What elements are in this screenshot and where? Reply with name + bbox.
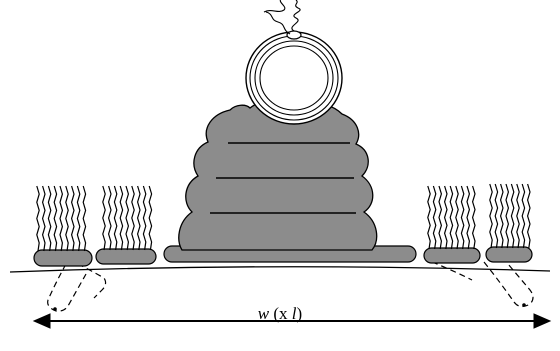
cilium	[510, 183, 515, 249]
cilium	[521, 183, 526, 249]
cilium	[432, 185, 437, 250]
cilia-bundles	[36, 183, 531, 252]
cilium	[119, 185, 124, 251]
cilium	[455, 185, 459, 250]
cilium	[148, 185, 153, 251]
squiggle-tail-2	[265, 11, 291, 35]
cilium	[489, 183, 493, 249]
cilium	[76, 185, 81, 252]
width-arrow	[32, 313, 552, 329]
cilium	[427, 185, 431, 250]
top-ring	[245, 31, 343, 125]
cilia-bundle-right-2	[489, 183, 531, 249]
cilium	[449, 185, 454, 250]
pad-right-2	[485, 246, 533, 263]
pad-left-1	[33, 249, 93, 267]
left-tilted-cell-dashed	[47, 263, 107, 312]
pad-right-1	[423, 247, 481, 264]
central-stacked-body	[178, 99, 378, 251]
cilium	[131, 185, 135, 251]
arrowhead-right	[533, 313, 552, 329]
cilium	[466, 185, 471, 250]
cilium	[47, 185, 52, 252]
pad-left-2	[95, 248, 157, 265]
cilium	[102, 185, 106, 251]
cilium	[516, 183, 520, 249]
cilia-bundle-left-2	[102, 185, 153, 251]
cilium	[53, 185, 58, 252]
cilium	[460, 185, 465, 250]
body-internal-lines	[210, 142, 356, 214]
width-label-close: )	[296, 304, 303, 323]
cilium	[36, 185, 40, 252]
cilium	[142, 185, 147, 251]
width-label-open: (x	[269, 304, 292, 323]
cilium	[494, 183, 499, 249]
cilium	[505, 183, 510, 249]
right-cell-dot	[522, 303, 526, 307]
cilium	[82, 185, 87, 252]
cilium	[107, 185, 112, 251]
cilium	[70, 185, 75, 252]
squiggle-tail	[263, 0, 301, 32]
cilia-bundle-left-1	[36, 185, 87, 252]
ring-knot	[286, 30, 302, 40]
cilium	[41, 185, 46, 252]
cilium	[113, 185, 118, 251]
cilium	[136, 185, 141, 251]
cilium	[443, 185, 448, 250]
cilium	[499, 183, 504, 249]
left-cell-dot	[53, 307, 57, 311]
cilium	[125, 185, 130, 251]
cilium	[471, 185, 476, 250]
substrate-curve	[9, 266, 551, 273]
cilium	[438, 185, 443, 250]
cilia-bundle-right-1	[427, 185, 476, 250]
arrowhead-left	[32, 313, 51, 329]
cilium	[59, 185, 64, 252]
length-variable: l	[291, 304, 297, 323]
width-variable: w	[257, 304, 270, 323]
width-label: w (x l)	[0, 304, 560, 324]
cilium	[526, 183, 531, 249]
cilium	[65, 185, 69, 252]
